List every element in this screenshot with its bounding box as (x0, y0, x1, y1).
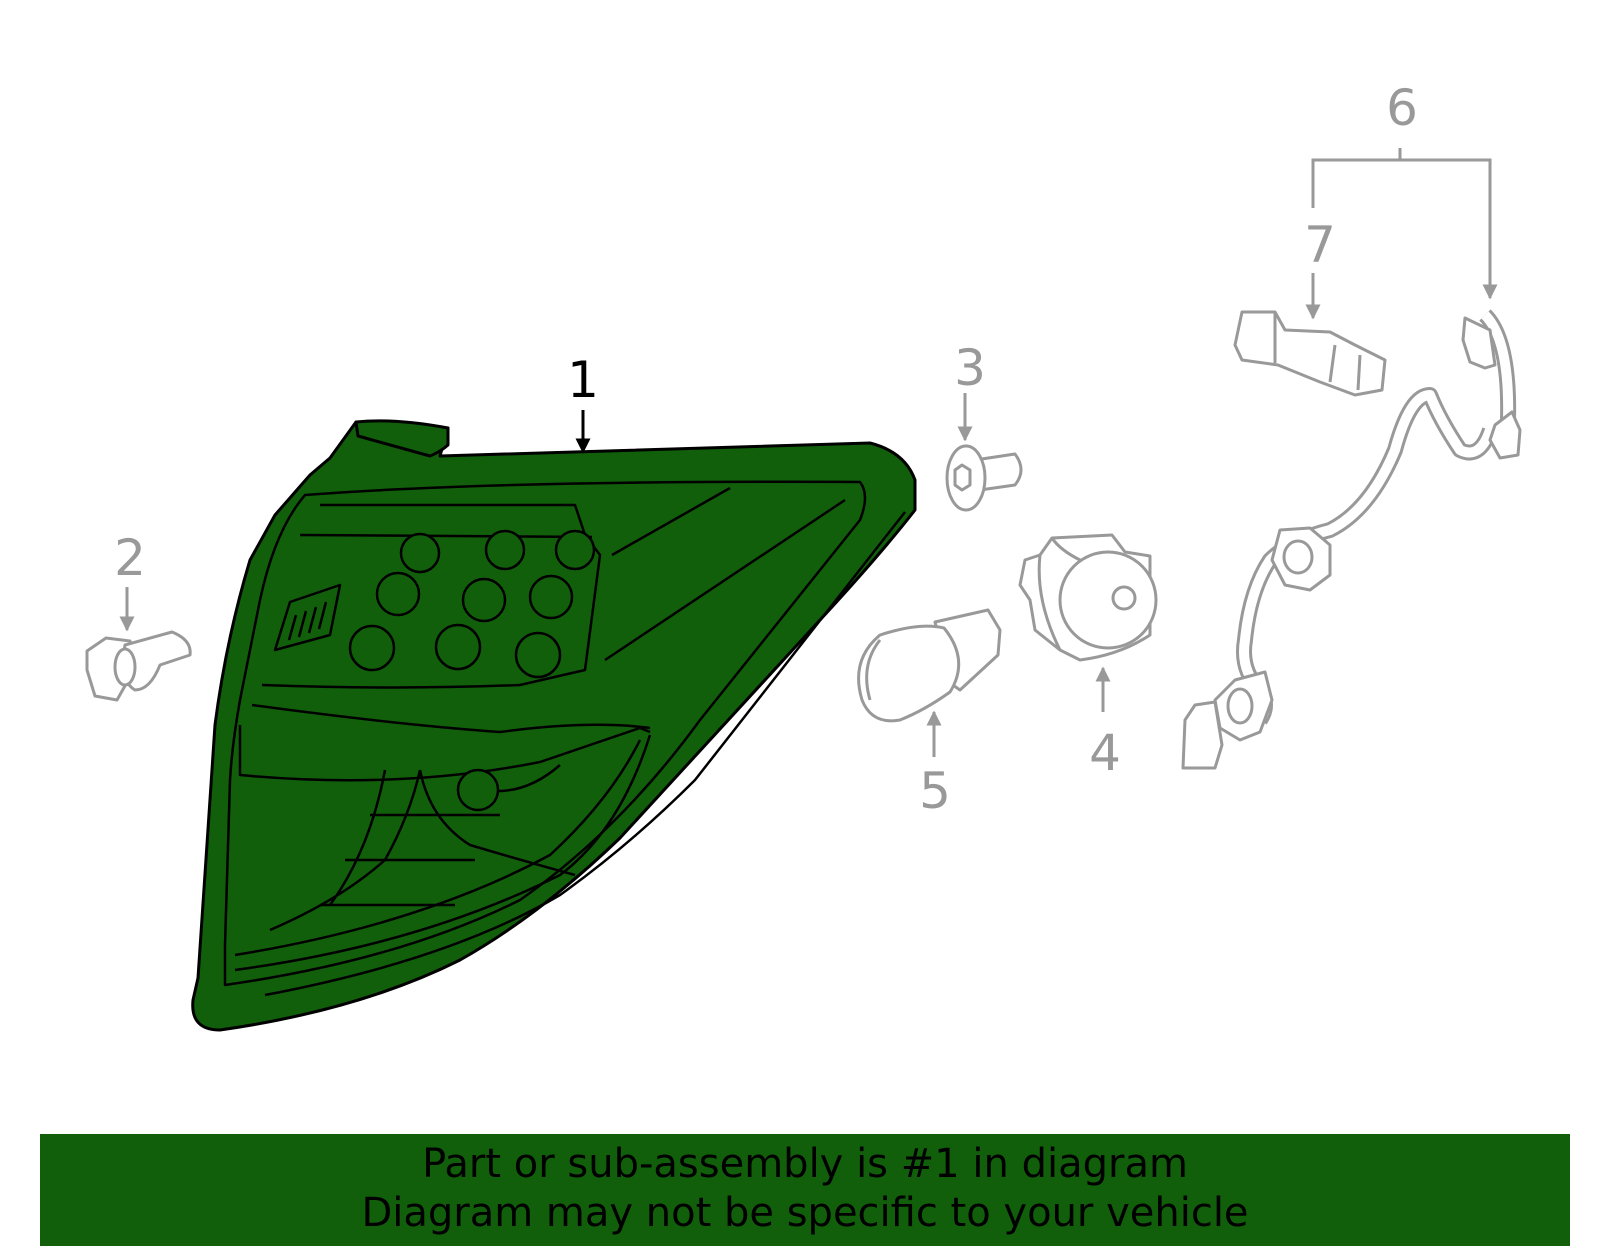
connector-part (1233, 310, 1387, 397)
banner-line-2: Diagram may not be specific to your vehi… (361, 1190, 1249, 1236)
socket-part (1018, 533, 1158, 662)
parts-diagram: 1 2 3 4 5 6 7 (85, 79, 1522, 1032)
callout-3: 3 (954, 339, 986, 397)
callout-1: 1 (567, 351, 599, 409)
bulb-part (857, 608, 1002, 723)
bolt-part (945, 444, 1023, 512)
callout-2: 2 (114, 529, 146, 587)
info-banner: Part or sub-assembly is #1 in diagram Di… (40, 1134, 1570, 1246)
tail-lamp-assembly (191, 419, 917, 1032)
callout-6: 6 (1386, 79, 1418, 137)
callout-7: 7 (1304, 216, 1336, 274)
callout-5: 5 (919, 762, 951, 820)
banner-line-1: Part or sub-assembly is #1 in diagram (422, 1141, 1188, 1187)
screw-part (85, 630, 192, 702)
wiring-harness-part (1181, 309, 1522, 770)
callout-4: 4 (1089, 724, 1121, 782)
leader-lines (119, 148, 1498, 757)
